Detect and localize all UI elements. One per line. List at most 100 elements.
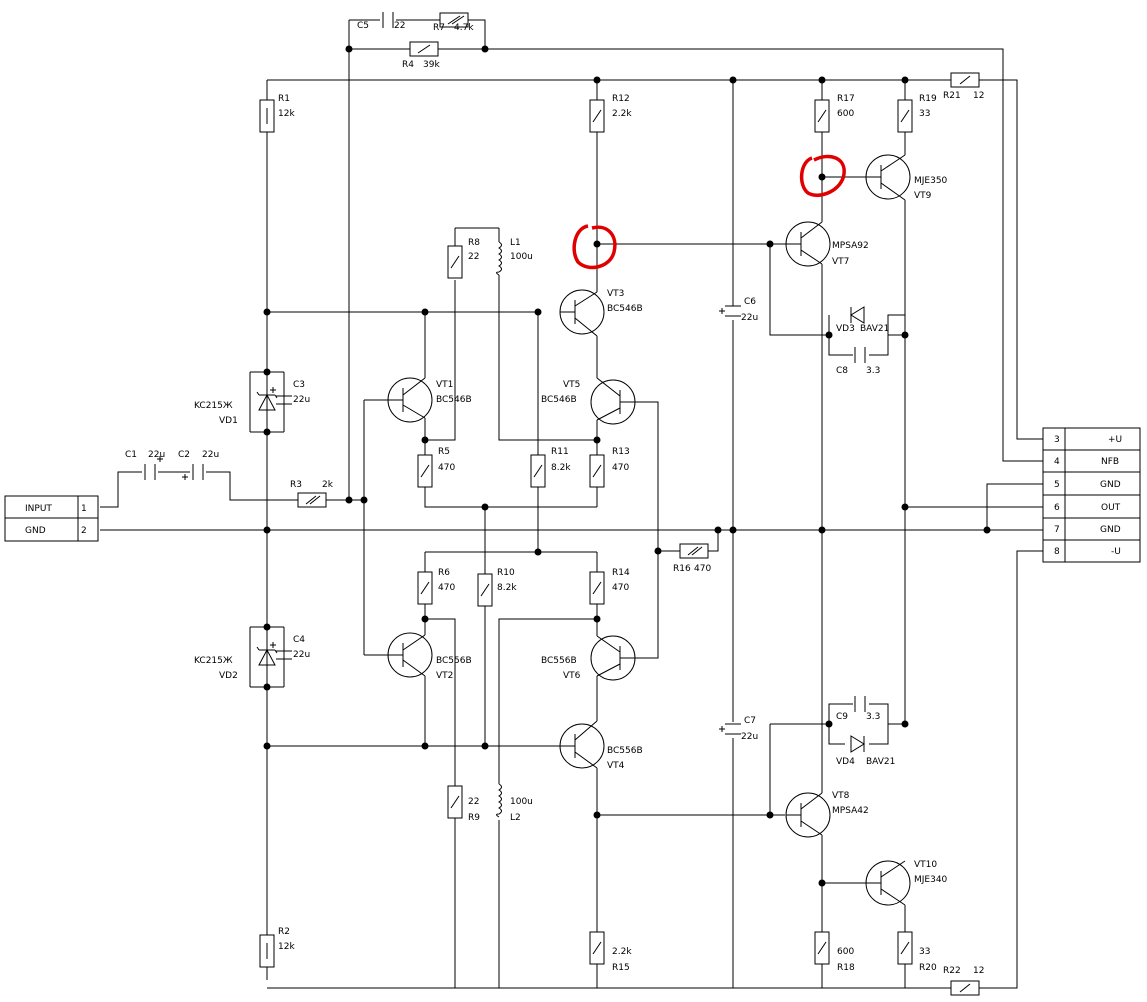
capacitor-c9 xyxy=(853,696,869,712)
resistor-r12 xyxy=(589,99,605,133)
label-c2-value: 22u xyxy=(202,450,219,460)
label-r20-ref: R20 xyxy=(919,963,937,973)
out-pin-6-number: 6 xyxy=(1054,503,1060,513)
out-pin-4-number: 4 xyxy=(1054,457,1060,467)
label-vt4-value: BC556B xyxy=(607,746,643,756)
label-r9-ref: R9 xyxy=(468,813,480,823)
label-vd3-ref: VD3 xyxy=(836,324,855,334)
label-r9-value: 22 xyxy=(468,797,479,807)
output-connector: 3 +U 4 NFB 5 GND 6 OUT 7 GND 8 -U xyxy=(1042,427,1141,563)
resistor-r15 xyxy=(589,931,605,965)
label-c9-value: 3.3 xyxy=(866,712,880,722)
label-l2-ref: L2 xyxy=(510,813,521,823)
resistor-r6 xyxy=(417,571,433,605)
label-vt9-ref: VT9 xyxy=(914,191,932,201)
resistor-r20 xyxy=(897,931,913,965)
label-vt8-ref: VT8 xyxy=(832,791,850,801)
label-r19-ref: R19 xyxy=(919,94,937,104)
capacitor-c7 xyxy=(719,722,743,738)
resistor-r14 xyxy=(589,571,605,605)
out-pin-7-name: GND xyxy=(1100,525,1121,535)
label-vd4-value: BAV21 xyxy=(866,757,895,767)
component-labels: C5 22 R7 4.7k R4 39k R1 12k R12 2.2k R17… xyxy=(125,21,984,976)
junction-dots xyxy=(263,45,991,887)
highlight-circle-vt3-collector xyxy=(572,224,617,270)
out-pin-5-name: GND xyxy=(1100,480,1121,490)
label-c8-value: 3.3 xyxy=(866,366,880,376)
label-vt1-value: BC546B xyxy=(436,395,472,405)
transistor-vt4 xyxy=(559,720,605,769)
transistor-vt3 xyxy=(559,289,605,337)
input-connector: INPUT 1 GND 2 xyxy=(4,495,99,542)
input-pin-2-name: GND xyxy=(25,526,46,536)
resistor-r7 xyxy=(439,12,469,28)
label-vt6-value: BC556B xyxy=(541,656,577,666)
label-c5-value: 22 xyxy=(394,21,405,31)
resistor-r18 xyxy=(814,931,830,965)
resistors xyxy=(259,12,980,996)
diodes xyxy=(256,306,869,753)
transistor-vt10 xyxy=(865,860,911,906)
label-vt1-ref: VT1 xyxy=(436,380,453,390)
transistor-vt6 xyxy=(590,635,636,681)
resistor-r19 xyxy=(897,99,913,133)
label-r11-ref: R11 xyxy=(551,447,569,457)
transistors xyxy=(387,154,911,906)
label-r4-value: 39k xyxy=(423,60,440,70)
label-vt7-value: MPSA92 xyxy=(832,241,869,251)
label-vt3-ref: VT3 xyxy=(607,289,624,299)
out-pin-6-name: OUT xyxy=(1101,503,1121,513)
label-r7-value: 4.7k xyxy=(454,23,474,33)
label-r10-ref: R10 xyxy=(497,568,515,578)
label-vt8-value: MPSA42 xyxy=(832,806,869,816)
label-r16-ref: R16 xyxy=(673,564,691,574)
label-r22-ref: R22 xyxy=(943,966,961,976)
label-r1-ref: R1 xyxy=(278,94,290,104)
transistor-vt9 xyxy=(865,154,911,201)
transistor-vt7 xyxy=(785,221,831,267)
zener-vd1 xyxy=(256,391,278,411)
label-vt2-value: BC556B xyxy=(436,656,472,666)
label-c3-value: 22u xyxy=(293,395,310,405)
out-pin-8-number: 8 xyxy=(1054,547,1060,557)
input-pin-2-number: 2 xyxy=(81,526,87,536)
label-c5-ref: C5 xyxy=(357,21,369,31)
label-l2-value: 100u xyxy=(510,797,533,807)
label-c6-value: 22u xyxy=(741,313,758,323)
inductors xyxy=(496,241,502,818)
label-c2-ref: C2 xyxy=(178,450,190,460)
capacitors xyxy=(143,11,869,738)
label-l1-ref: L1 xyxy=(510,238,521,248)
out-pin-8-name: -U xyxy=(1111,547,1121,557)
label-r1-value: 12k xyxy=(278,109,295,119)
transistor-vt1 xyxy=(387,377,433,423)
transistor-vt8 xyxy=(785,792,831,838)
label-r17-ref: R17 xyxy=(837,94,855,104)
label-c6-ref: C6 xyxy=(744,297,756,307)
capacitor-c6 xyxy=(719,303,743,320)
input-pin-1-name: INPUT xyxy=(25,504,52,514)
label-r2-ref: R2 xyxy=(278,927,290,937)
out-pin-4-name: NFB xyxy=(1101,457,1119,467)
label-r8-value: 22 xyxy=(468,252,479,262)
label-r7-ref: R7 xyxy=(433,23,445,33)
label-r18-ref: R18 xyxy=(837,963,855,973)
label-c7-value: 22u xyxy=(741,732,758,742)
transistor-vt2 xyxy=(387,632,433,678)
out-pin-5-number: 5 xyxy=(1054,480,1060,490)
label-r13-value: 470 xyxy=(612,463,629,473)
diode-vd4 xyxy=(845,735,869,753)
label-r16-value: 470 xyxy=(694,564,711,574)
label-vt2-ref: VT2 xyxy=(436,671,453,681)
zener-vd2 xyxy=(256,646,278,666)
label-r14-ref: R14 xyxy=(612,568,630,578)
label-c1-ref: C1 xyxy=(125,450,137,460)
resistor-r13 xyxy=(589,454,605,488)
resistor-r1 xyxy=(259,99,275,133)
label-r11-value: 8.2k xyxy=(551,463,571,473)
resistor-r3 xyxy=(297,492,327,508)
label-vd4-ref: VD4 xyxy=(836,757,855,767)
label-r3-ref: R3 xyxy=(290,480,302,490)
label-l1-value: 100u xyxy=(510,252,533,262)
label-vt6-ref: VT6 xyxy=(563,671,581,681)
